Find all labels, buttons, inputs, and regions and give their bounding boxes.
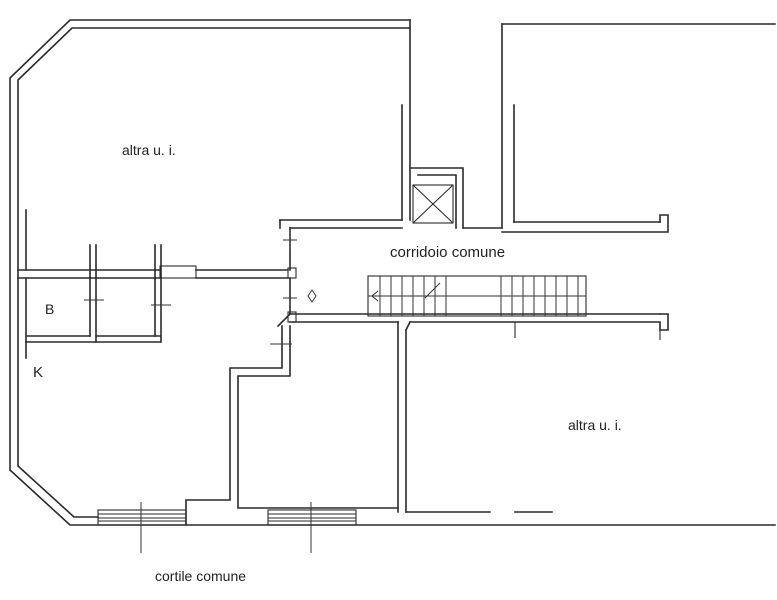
label-unit-top-left: altra u. i. xyxy=(122,142,176,158)
corridor-lower-wall xyxy=(289,313,669,513)
corridor-doors xyxy=(283,227,317,323)
label-room-k: K xyxy=(33,364,43,381)
label-courtyard: cortile comune xyxy=(155,568,246,584)
left-unit-walls xyxy=(9,19,776,526)
label-room-b: B xyxy=(45,301,54,317)
elevator-shaft xyxy=(409,167,464,229)
stairs xyxy=(367,275,587,317)
label-corridor: corridoio comune xyxy=(390,244,505,261)
courtyard-windows xyxy=(97,502,357,553)
label-unit-bottom-right: altra u. i. xyxy=(568,417,622,433)
right-top-unit-walls xyxy=(462,23,776,233)
middle-room-walls xyxy=(185,312,399,526)
interior-rooms xyxy=(17,209,289,359)
